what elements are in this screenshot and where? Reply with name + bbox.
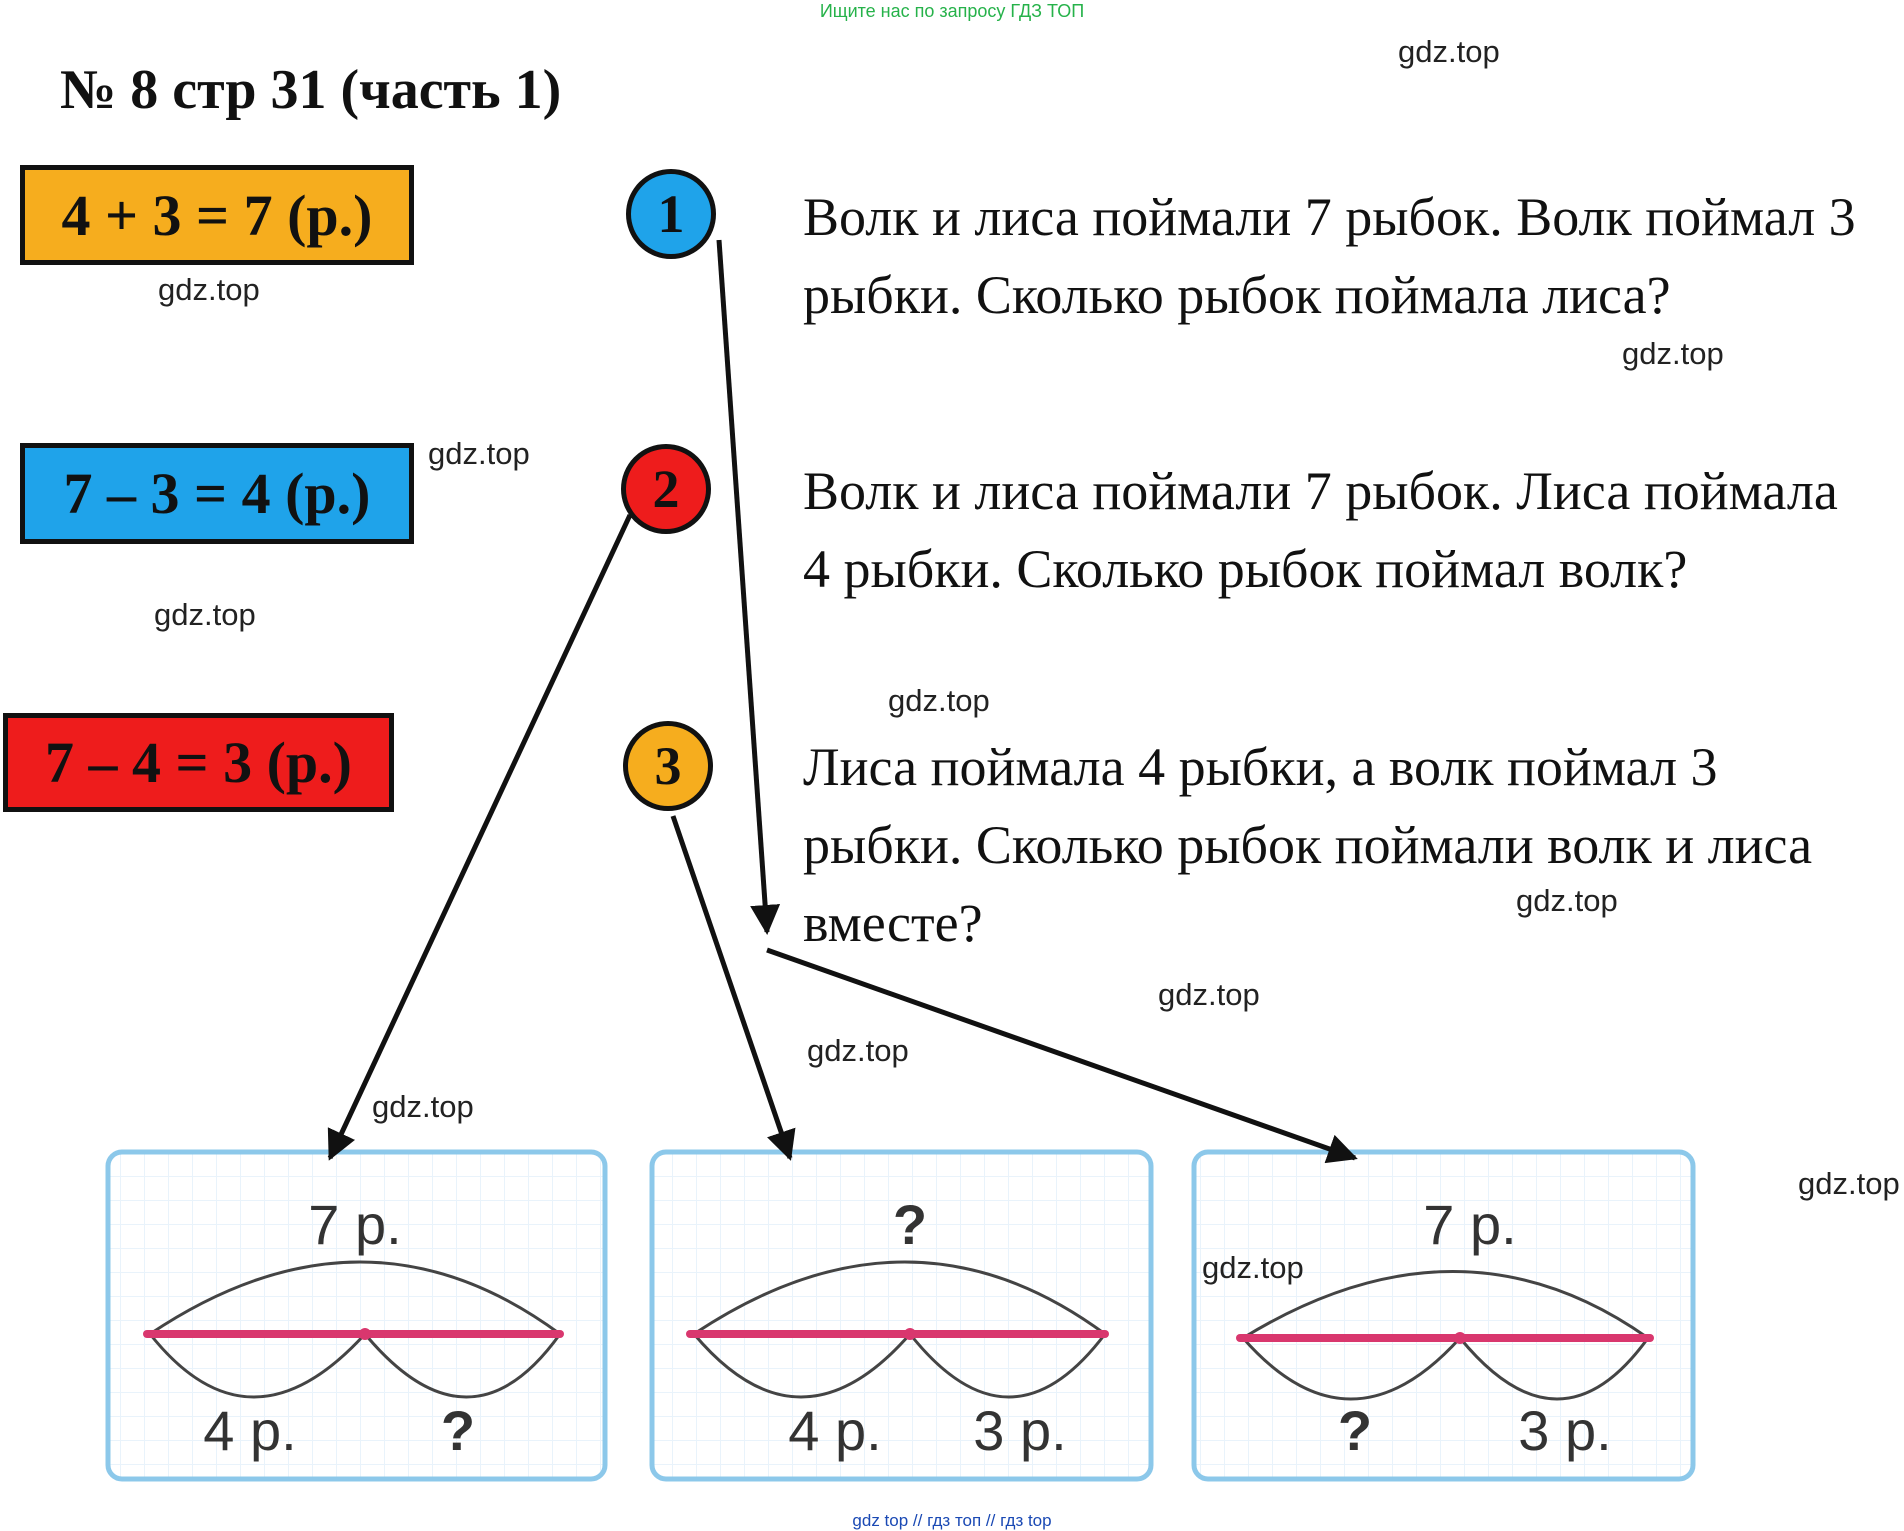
arrow-problem-3-to-card-2 — [670, 815, 796, 1161]
problem-number-2: 2 — [621, 444, 711, 534]
segment-right-label: 3 р. — [1518, 1399, 1611, 1462]
equation-box-2: 7 – 3 = 4 (р.) — [20, 443, 414, 544]
segment-total-label: ? — [893, 1193, 927, 1256]
number-text: 2 — [652, 459, 680, 519]
diagram-card-2: ? 4 р. 3 р. — [649, 1149, 1154, 1482]
segment-right-label: ? — [441, 1399, 475, 1462]
segment-total-label: 7 р. — [1423, 1193, 1516, 1256]
watermark: gdz.top — [1202, 1250, 1304, 1285]
equation-box-1: 4 + 3 = 7 (р.) — [20, 165, 414, 265]
equation-text: 7 – 4 = 3 (р.) — [45, 730, 352, 795]
watermark: gdz.top — [158, 272, 260, 307]
arrow-problem-1-to-card-3 — [716, 239, 1358, 1164]
number-text: 1 — [657, 184, 685, 244]
problem-text-2: Волк и лиса поймали 7 рыбок. Лиса поймал… — [803, 461, 1838, 599]
watermark: gdz.top — [807, 1033, 909, 1068]
segment-left-label: ? — [1338, 1399, 1372, 1462]
segment-left-label: 4 р. — [788, 1399, 881, 1462]
watermark: gdz.top — [428, 436, 530, 471]
equation-text: 4 + 3 = 7 (р.) — [61, 182, 373, 248]
watermark: gdz.top — [1516, 883, 1618, 918]
top-banner[interactable]: Ищите нас по запросу ГДЗ ТОП — [819, 1, 1085, 21]
segment-right-label: 3 р. — [973, 1399, 1066, 1462]
page-title: № 8 стр 31 (часть 1) — [60, 59, 562, 121]
diagram-card-1: 7 р. 4 р. ? — [105, 1149, 608, 1482]
segment-total-label: 7 р. — [308, 1193, 401, 1256]
watermark: gdz.top — [1158, 977, 1260, 1012]
problem-text-3: Лиса поймала 4 рыбки, а волк поймал 3 ры… — [803, 737, 1813, 953]
number-text: 3 — [654, 736, 682, 796]
diagram-card-3: 7 р. ? 3 р. — [1191, 1149, 1696, 1482]
problem-number-3: 3 — [623, 721, 713, 811]
watermark: gdz.top — [888, 683, 990, 718]
arrow-problem-2-to-card-1 — [327, 513, 633, 1161]
problem-number-1: 1 — [626, 169, 716, 259]
watermark: gdz.top — [372, 1089, 474, 1124]
watermark: gdz.top — [1398, 34, 1500, 69]
segment-left-label: 4 р. — [203, 1399, 296, 1462]
equation-text: 7 – 3 = 4 (р.) — [63, 461, 371, 526]
watermark: gdz.top — [1798, 1166, 1900, 1201]
watermark: gdz.top — [154, 597, 256, 632]
bottom-banner[interactable]: gdz top // гдз топ // гдз top — [852, 1511, 1052, 1530]
watermark: gdz.top — [1622, 336, 1724, 371]
equation-box-3: 7 – 4 = 3 (р.) — [3, 713, 394, 812]
problem-text-1: Волк и лиса поймали 7 рыбок. Волк поймал… — [803, 187, 1856, 325]
